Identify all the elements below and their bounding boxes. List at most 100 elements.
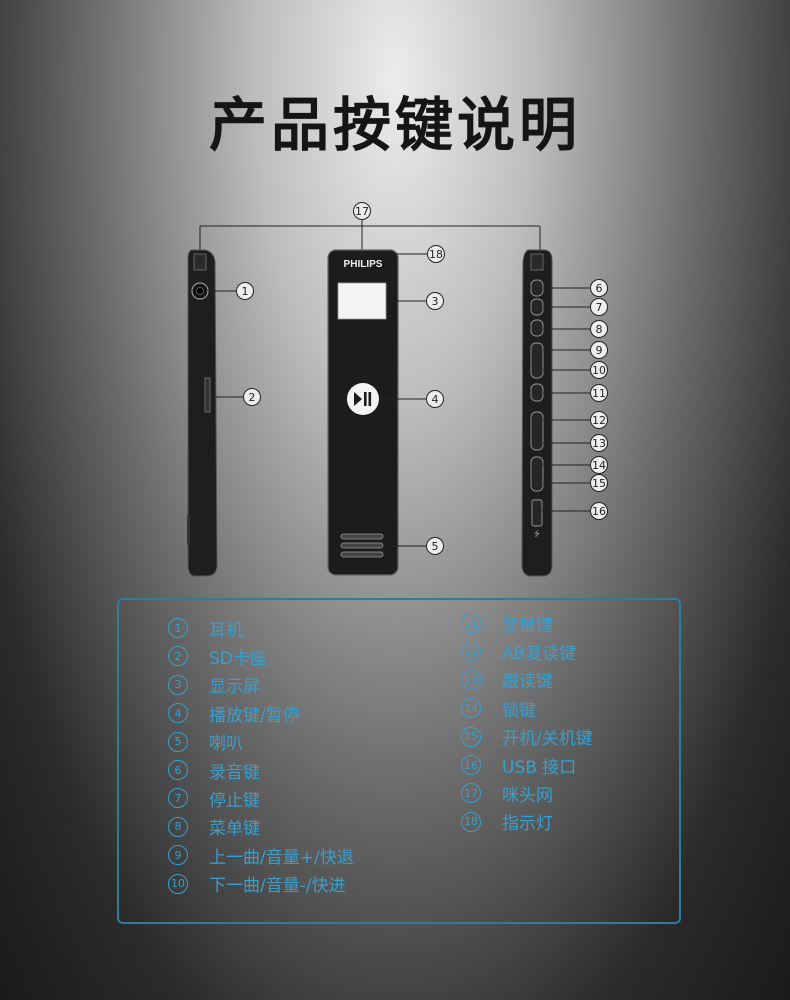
legend-label: AB复读键 (502, 643, 577, 664)
legend-item-1: 1 耳机 (168, 616, 243, 641)
legend-label: 喇叭 (209, 734, 243, 755)
right-mic-grille (530, 253, 544, 271)
callout-number: 5 (432, 540, 439, 553)
callout-6: 6 (590, 279, 608, 297)
callout-number: 6 (596, 282, 603, 295)
legend-label: 咪头网 (502, 785, 553, 806)
legend-item-5: 5 喇叭 (168, 730, 243, 754)
callout-13: 13 (590, 434, 608, 452)
legend-label: 耳机 (209, 620, 243, 641)
legend-item-14: 14 锁键 (461, 696, 536, 721)
callout-3: 3 (426, 292, 444, 310)
product-diagram: PHILIPS ⭍ (187, 202, 608, 577)
legend-number: 3 (168, 674, 188, 695)
left-mic-grille (193, 253, 207, 271)
callout-number: 10 (592, 364, 606, 377)
callout-number: 17 (355, 205, 369, 218)
legend-item-11: 11 音量键 (461, 611, 553, 636)
callout-8: 8 (590, 320, 608, 338)
callout-14: 14 (590, 456, 608, 474)
callout-number: 4 (432, 393, 439, 406)
callout-number: 3 (432, 295, 439, 308)
legend-number: 4 (168, 703, 188, 724)
legend-label: 开机/关机键 (502, 729, 593, 750)
callout-15: 15 (590, 474, 608, 492)
legend-label: 停止键 (209, 790, 260, 811)
legend-label: 播放键/暂停 (209, 705, 300, 726)
legend-label: 指示灯 (502, 814, 553, 835)
side-buttons (530, 279, 544, 527)
legend-label: 下一曲/音量-/快进 (209, 876, 346, 897)
legend-number: 1 (168, 618, 188, 638)
legend-label: 显示屏 (209, 677, 260, 698)
stop-button (530, 298, 544, 316)
sd-card-slot (204, 377, 211, 413)
legend-number: 16 (461, 755, 481, 775)
callout-number: 7 (596, 301, 603, 314)
legend-number: 5 (168, 731, 188, 752)
legend-item-4: 4 播放键/暂停 (168, 701, 300, 726)
legend-number: 13 (461, 669, 481, 690)
callout-number: 14 (592, 459, 606, 472)
legend-number: 10 (168, 873, 188, 894)
display-screen (337, 282, 387, 320)
legend-item-18: 18 指示灯 (461, 810, 553, 834)
legend-number: 12 (461, 641, 481, 662)
speaker-grille (340, 533, 384, 558)
callout-number: 2 (249, 391, 256, 404)
page-title: 产品按键说明 (208, 91, 581, 159)
callout-number: 16 (592, 505, 606, 518)
legend-item-12: 12 AB复读键 (461, 639, 577, 664)
callout-number: 15 (592, 477, 606, 490)
left-side-view (187, 249, 218, 577)
right-side-view: ⭍ (521, 249, 553, 577)
legend-item-10: 10 下一曲/音量-/快进 (168, 872, 346, 896)
mic-connector (199, 218, 541, 258)
legend-item-16: 16 USB 接口 (461, 753, 577, 778)
callout-12: 12 (590, 411, 608, 429)
callout-number: 11 (592, 387, 606, 400)
volume-button (530, 383, 544, 402)
legend-label: 锁键 (502, 700, 536, 721)
legend-number: 7 (168, 788, 188, 809)
legend-label: SD卡座 (209, 648, 267, 669)
callout-17: 17 (353, 202, 371, 220)
callout-16: 16 (590, 502, 608, 520)
legend-label: USB 接口 (502, 757, 577, 778)
callout-4: 4 (426, 390, 444, 408)
legend-label: 音量键 (502, 615, 553, 636)
legend-number: 6 (168, 760, 188, 780)
legend-item-15: 15 开机/关机键 (461, 725, 593, 749)
legend-number: 11 (461, 613, 481, 633)
callout-7: 7 (590, 298, 608, 316)
callout-2: 2 (243, 388, 261, 406)
legend-item-8: 8 菜单键 (168, 815, 260, 839)
callout-number: 9 (596, 344, 603, 357)
legend-label: 上一曲/音量+/快退 (209, 847, 354, 868)
legend-label: 录音键 (209, 762, 260, 783)
callout-10: 10 (590, 361, 608, 379)
legend-number: 14 (461, 698, 481, 719)
legend-item-6: 6 录音键 (168, 758, 260, 783)
callout-9: 9 (590, 341, 608, 359)
legend-number: 18 (461, 811, 481, 832)
legend-item-7: 7 停止键 (168, 786, 260, 811)
legend-number: 8 (168, 816, 188, 837)
record-button (530, 279, 544, 297)
legend-label: 菜单键 (209, 819, 260, 840)
callout-18: 18 (427, 245, 445, 263)
legend-item-3: 3 显示屏 (168, 673, 260, 697)
brand-logo: PHILIPS (344, 259, 383, 270)
callout-5: 5 (426, 537, 444, 555)
legend-panel (117, 598, 681, 924)
callout-lines (208, 253, 590, 547)
legend-number: 17 (461, 783, 481, 804)
prev-next-rocker (530, 342, 544, 379)
play-pause-button (347, 383, 379, 415)
legend-number: 15 (461, 726, 481, 747)
usb-icon: ⭍ (534, 530, 540, 538)
